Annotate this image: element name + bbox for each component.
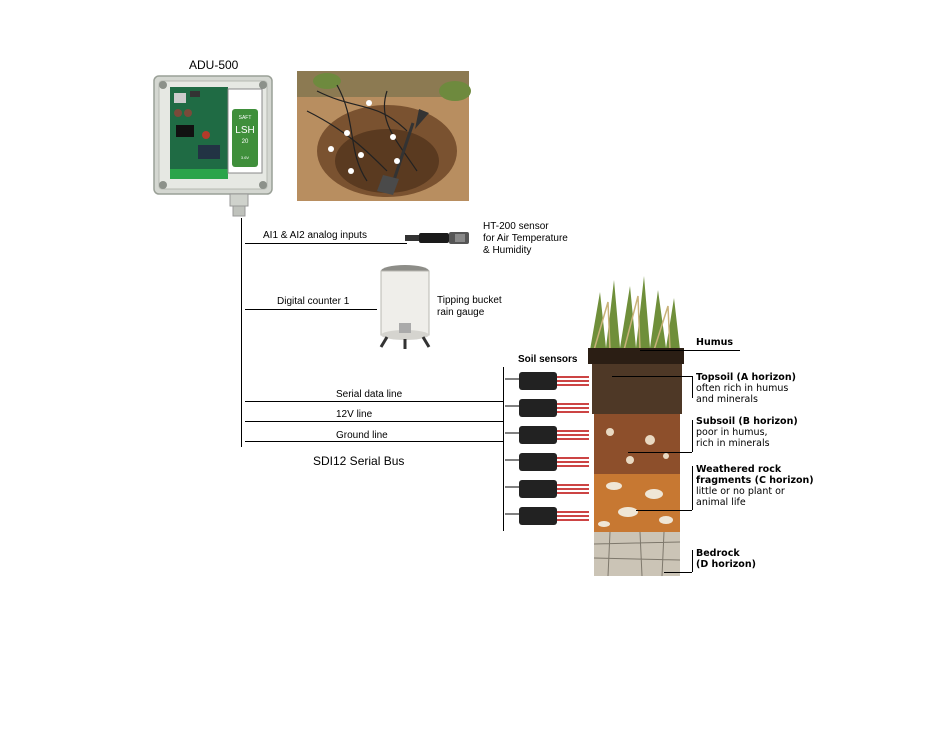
- weathered-pointer: [636, 510, 692, 511]
- soil-sensor-2: [505, 399, 589, 417]
- battery-size: 20: [242, 139, 249, 145]
- ht200-label-line3: & Humidity: [483, 245, 532, 256]
- installation-photo: [297, 71, 471, 201]
- bedrock-pointer: [664, 572, 692, 573]
- soil-sensor-5: [505, 480, 589, 498]
- analog-input-label: AI1 & AI2 analog inputs: [263, 230, 367, 241]
- soil-sensor-4: [505, 453, 589, 471]
- soil-sensor-1: [505, 372, 589, 390]
- ht200-label-line1: HT-200 sensor: [483, 221, 549, 232]
- battery-brand: SAFT: [239, 115, 252, 121]
- ht200-sensor-image: [405, 232, 469, 244]
- soil-sensors-title: Soil sensors: [518, 354, 578, 365]
- serial-data-line: [245, 401, 503, 402]
- horizon-bedrock-label: Bedrock (D horizon): [696, 548, 756, 570]
- weathered-bracket: [692, 466, 693, 510]
- horizon-weathered-label: Weathered rock fragments (C horizon) lit…: [696, 464, 814, 508]
- adu500-enclosure: SAFT LSH 20 3.6V: [153, 75, 273, 217]
- horizon-topsoil-label: Topsoil (A horizon) often rich in humus …: [696, 372, 796, 405]
- analog-input-line: [245, 243, 407, 244]
- subsoil-bracket: [692, 420, 693, 452]
- soil-sensor-3: [505, 426, 589, 444]
- bus-name-label: SDI12 Serial Bus: [313, 454, 405, 468]
- soil-sensor-6: [505, 507, 589, 525]
- rain-gauge-image: [379, 265, 431, 349]
- bedrock-bracket: [692, 550, 693, 572]
- power-line-label: 12V line: [336, 409, 373, 420]
- ground-line-label: Ground line: [336, 430, 388, 441]
- battery-note: 3.6V: [241, 155, 250, 160]
- digital-counter-line: [245, 309, 377, 310]
- soil-profile-image: [588, 276, 684, 577]
- battery-model: LSH: [235, 125, 254, 136]
- rain-gauge-label-line1: Tipping bucket: [437, 295, 502, 306]
- soil-sensor-bus: [503, 367, 504, 531]
- topsoil-bracket: [692, 376, 693, 398]
- device-title: ADU-500: [189, 58, 239, 72]
- topsoil-pointer: [612, 376, 692, 377]
- horizon-subsoil-label: Subsoil (B horizon) poor in humus, rich …: [696, 416, 798, 449]
- serial-line-label: Serial data line: [336, 389, 403, 400]
- rain-gauge-label-line2: rain gauge: [437, 307, 485, 318]
- horizon-humus-label: Humus: [696, 337, 734, 348]
- humus-pointer: [640, 350, 740, 351]
- digital-counter-label: Digital counter 1: [277, 296, 350, 307]
- ht200-label-line2: for Air Temperature: [483, 233, 568, 244]
- main-bus-line: [241, 218, 242, 447]
- power-line: [245, 421, 503, 422]
- subsoil-pointer: [628, 452, 692, 453]
- ground-line: [245, 441, 503, 442]
